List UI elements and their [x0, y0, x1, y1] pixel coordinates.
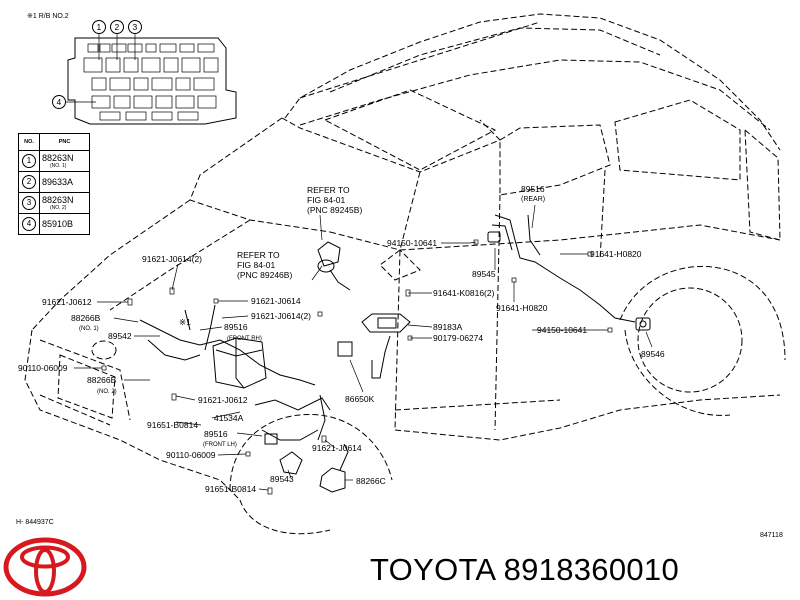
col-pnc: PNC — [39, 133, 90, 151]
figure-number: 847118 — [760, 532, 783, 539]
marker-2-label: 2 — [115, 22, 120, 32]
star-1-mark: ※1 — [179, 317, 191, 327]
row-pnc: 85910B — [42, 219, 74, 229]
marker-2: 2 — [110, 20, 124, 60]
part-89516-rear: 89516 — [521, 184, 545, 194]
pnc-table-header: NO. PNC — [18, 133, 90, 151]
part-91621-j0614-bot: 91621-J0614 — [312, 443, 362, 453]
part-89516-rear-sub: (REAR) — [521, 196, 545, 203]
table-row: 4 85910B — [18, 213, 90, 235]
refer1-line2: FIG 84-01 — [307, 195, 346, 205]
part-89516-front-lh: 89516 — [204, 429, 228, 439]
part-41534a: 41534A — [214, 413, 244, 423]
part-88266b-no2: 88266B — [87, 375, 117, 385]
part-89543: 89543 — [270, 474, 294, 484]
refer2-line1: REFER TO — [237, 250, 280, 260]
refer2-line3: (PNC 89246B) — [237, 270, 292, 280]
row-number: 2 — [22, 175, 36, 189]
part-91641-h0820-top: 91641-H0820 — [590, 249, 642, 259]
row-number: 3 — [22, 196, 36, 210]
part-89545: 89545 — [472, 269, 496, 279]
part-90179-06274: 90179-06274 — [433, 333, 483, 343]
row-pnc-sub: (NO. 2) — [50, 205, 67, 211]
part-89542: 89542 — [108, 331, 132, 341]
refer1-line3: (PNC 89245B) — [307, 205, 362, 215]
marker-1-label: 1 — [97, 22, 102, 32]
refer2-line2: FIG 84-01 — [237, 260, 276, 270]
marker-1: 1 — [92, 20, 106, 60]
relay-block-title: ※1 R/B NO.2 — [27, 13, 69, 20]
part-91621-j0614-2-mid: 91621-J0614(2) — [251, 311, 311, 321]
part-88266b-no1: 88266B — [71, 313, 101, 323]
row-pnc: 88263N — [42, 153, 74, 163]
components — [139, 214, 651, 493]
part-91651-b0814-b: 91651-B0814 — [205, 484, 256, 494]
table-row: 1 88263N (NO. 1) — [18, 150, 90, 172]
part-number-caption: TOYOTA 8918360010 — [370, 552, 679, 587]
vehicle-outline — [24, 13, 786, 535]
callout-labels: REFER TO FIG 84-01 (PNC 89245B) REFER TO… — [18, 184, 665, 494]
relay-block-drawing: 1 2 3 4 — [52, 20, 237, 125]
toyota-logo-icon — [3, 537, 87, 597]
marker-3-label: 3 — [133, 22, 138, 32]
part-88266b-no2-sub: (NO. 2) — [97, 389, 117, 395]
leader-lines — [74, 204, 653, 495]
table-row: 2 89633A — [18, 171, 90, 193]
marker-4-label: 4 — [57, 97, 62, 107]
part-90110-06009-left: 90110-06009 — [18, 363, 68, 373]
part-89516-front-rh-sub: (FRONT RH) — [227, 336, 262, 342]
part-89546: 89546 — [641, 349, 665, 359]
row-number: 1 — [22, 154, 36, 168]
pnc-table: NO. PNC 1 88263N (NO. 1) 2 89633A 3 8826… — [18, 133, 90, 235]
part-86650k: 86650K — [345, 394, 375, 404]
refer1-line1: REFER TO — [307, 185, 350, 195]
col-no: NO. — [18, 133, 40, 151]
row-pnc: 88263N — [42, 195, 74, 205]
marker-3: 3 — [128, 20, 142, 60]
part-89516-front-lh-sub: (FRONT LH) — [203, 442, 237, 448]
row-pnc-sub: (NO. 1) — [50, 163, 67, 169]
part-94150-10641-top: 94150-10641 — [387, 238, 437, 248]
part-88266b-no1-sub: (NO. 1) — [79, 326, 99, 332]
part-91621-j0614: 91621-J0614 — [251, 296, 301, 306]
diagram-reference: H- 844937C — [16, 519, 54, 526]
part-91641-h0820-mid: 91641-H0820 — [496, 303, 548, 313]
part-91621-j0612-left: 91621-J0612 — [42, 297, 92, 307]
part-91651-b0814-a: 91651-B0814 — [147, 420, 198, 430]
table-row: 3 88263N (NO. 2) — [18, 192, 90, 214]
part-94150-10641-mid: 94150-10641 — [537, 325, 587, 335]
row-pnc: 89633A — [42, 177, 74, 187]
part-90110-06009-mid: 90110-06009 — [166, 450, 216, 460]
part-91621-j0612-mid: 91621-J0612 — [198, 395, 248, 405]
row-number: 4 — [22, 217, 36, 231]
part-89183a: 89183A — [433, 322, 463, 332]
part-88266c: 88266C — [356, 476, 386, 486]
part-91641-k0816: 91641-K0816(2) — [433, 288, 495, 298]
part-89516-front-rh: 89516 — [224, 322, 248, 332]
part-91621-j0614-2-top: 91621-J0614(2) — [142, 254, 202, 264]
marker-4: 4 — [52, 95, 96, 109]
